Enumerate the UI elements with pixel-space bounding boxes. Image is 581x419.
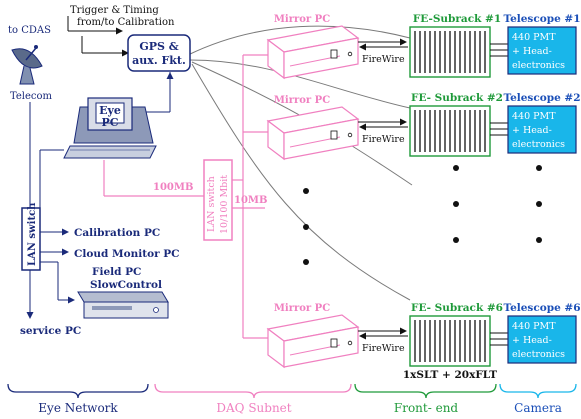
telescope-1[interactable]: Telescope #1 440 PMT + Head- electronics (503, 13, 581, 75)
fe-subrack-label: FE- Subrack #6 (411, 302, 503, 314)
telescope-6[interactable]: Telescope #6 440 PMT + Head- electronics (503, 302, 581, 364)
telescope-box-line1: 440 PMT (512, 32, 556, 43)
firewire-label-1: FireWire (362, 54, 405, 65)
trigger-arrows (67, 16, 129, 57)
telescope-box-line3: electronics (512, 139, 565, 150)
lan-switch-mid[interactable] (203, 159, 233, 241)
telescope-label: Telescope #1 (503, 13, 580, 25)
fe-subrack-label: FE- Subrack #2 (411, 92, 503, 104)
telescope-2[interactable]: Telescope #2 440 PMT + Head- electronics (503, 92, 581, 154)
section-front-end: Front- end (394, 401, 459, 415)
telescope-box-line1: 440 PMT (512, 321, 556, 332)
fe-subrack-2[interactable]: FE- Subrack #2 (409, 92, 503, 157)
section-braces (7, 383, 577, 399)
mirror-pc-label: Mirror PC (274, 95, 330, 106)
mirror-pc-2[interactable]: Mirror PC (266, 95, 360, 161)
gps-label-2: aux. Fkt. (132, 54, 186, 67)
lan-mirror-links (232, 54, 268, 339)
firewire-links (358, 38, 408, 340)
telescope-box-line3: electronics (512, 349, 565, 360)
fe-subrack-label: FE-Subrack #1 (413, 13, 501, 25)
telescope-label: Telescope #6 (503, 302, 580, 314)
lan-100mb-link (103, 160, 204, 197)
telescope-label: Telescope #2 (503, 92, 580, 104)
trigger-timing-label-1: Trigger & Timing (70, 5, 159, 16)
field-pc-box[interactable] (77, 291, 169, 319)
gps-label-1: GPS & (139, 40, 178, 53)
fe-subrack-6[interactable]: FE- Subrack #6 (409, 302, 503, 367)
telescope-box-line1: 440 PMT (512, 111, 556, 122)
telecom-label: Telecom (10, 91, 53, 102)
to-cdas-label: to CDAS (8, 25, 51, 36)
eye-pc-label-2: PC (101, 116, 118, 129)
eye-pc-label-1: Eye (99, 104, 121, 117)
mirror-pc-label: Mirror PC (274, 14, 330, 25)
subrack-telescope-links (490, 43, 508, 346)
lan-switch-left[interactable] (21, 207, 41, 271)
link-100mb-label: 100MB (153, 182, 193, 193)
section-daq-subnet: DAQ Subnet (216, 401, 291, 415)
trigger-timing-label-2: from/to Calibration (77, 17, 175, 28)
link-10mb-label: 10MB (234, 195, 267, 206)
eye-pc-computer-icon[interactable] (63, 97, 157, 159)
telescope-box-line2: + Head- (512, 335, 552, 346)
firewire-label-6: FireWire (362, 343, 405, 354)
field-pc-label-2: SlowControl (90, 279, 162, 291)
ellipsis-dots (303, 165, 542, 265)
firewire-label-2: FireWire (362, 134, 405, 145)
calibration-pc-label: Calibration PC (74, 227, 160, 239)
cloud-monitor-pc-label: Cloud Monitor PC (74, 248, 180, 260)
section-eye-network: Eye Network (38, 401, 118, 415)
lan-switch-left-label: LAN switch (27, 202, 38, 266)
lan-switch-mid-label-2: 10/100 Mbit (219, 175, 230, 234)
lan-ports (26, 228, 75, 319)
mirror-pc-1[interactable]: Mirror PC (266, 14, 360, 80)
section-camera: Camera (514, 401, 562, 415)
slt-flt-label: 1xSLT + 20xFLT (403, 369, 497, 381)
telescope-box-line3: electronics (512, 60, 565, 71)
service-pc-label: service PC (20, 325, 81, 337)
telescope-box-line2: + Head- (512, 46, 552, 57)
mirror-pc-6[interactable]: Mirror PC (266, 303, 360, 369)
satellite-dish-icon (11, 45, 43, 85)
field-pc-label-1: Field PC (92, 266, 141, 278)
telescope-box-line2: + Head- (512, 125, 552, 136)
lan-switch-mid-label-1: LAN switch (206, 176, 217, 232)
fe-subrack-1[interactable]: FE-Subrack #1 (409, 13, 501, 78)
mirror-pc-label: Mirror PC (274, 303, 330, 314)
gps-box[interactable] (127, 34, 191, 72)
